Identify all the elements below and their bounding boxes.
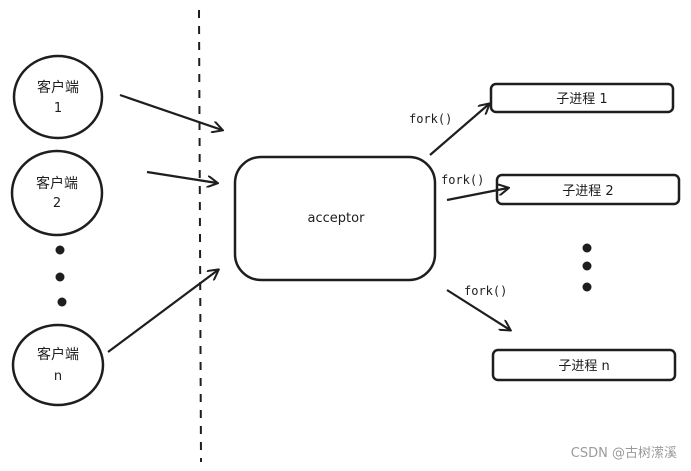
client-node-2: 客户端 2 [10, 149, 104, 237]
fork-label-3: fork() [464, 284, 507, 298]
child-2-label: 子进程 2 [562, 184, 613, 199]
client-2-label: 客户端 [36, 175, 78, 192]
fork-label-1: fork() [409, 112, 452, 126]
arrow-acceptor-to-childn [446, 289, 510, 330]
arrow-client2-to-acceptor [146, 170, 217, 183]
fork-label-2: fork() [441, 173, 484, 187]
client-node-1: 客户端 1 [12, 54, 104, 140]
child-ellipsis-dots [582, 243, 592, 292]
acceptor-label: acceptor [308, 211, 366, 226]
watermark: CSDN @古树潆溪 [570, 446, 677, 461]
child-1-label: 子进程 1 [556, 92, 607, 107]
dashed-divider [198, 9, 202, 463]
client-n-label: 客户端 [37, 346, 79, 363]
child-process-1: 子进程 1 [489, 82, 675, 114]
client-ellipsis-dots [55, 245, 67, 307]
client-1-label: 客户端 [37, 79, 79, 96]
client-n-number: n [54, 369, 62, 384]
arrow-clientn-to-acceptor [107, 270, 218, 353]
client-node-n: 客户端 n [11, 323, 105, 407]
child-n-label: 子进程 n [558, 359, 609, 374]
client-2-number: 2 [53, 196, 61, 211]
arrow-acceptor-to-child1 [429, 104, 489, 156]
arrow-client1-to-acceptor [119, 93, 222, 130]
arrow-acceptor-to-child2 [446, 188, 508, 202]
child-process-2: 子进程 2 [495, 173, 681, 206]
acceptor-node: acceptor [233, 155, 437, 282]
child-process-n: 子进程 n [491, 348, 677, 382]
client-1-number: 1 [54, 101, 62, 116]
